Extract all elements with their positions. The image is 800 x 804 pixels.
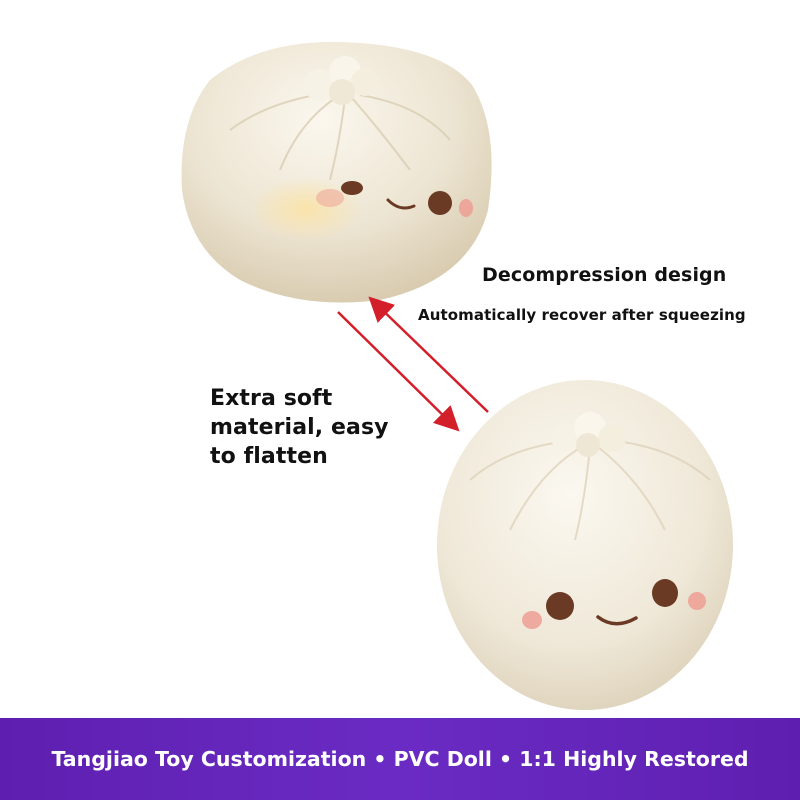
arrows bbox=[337, 296, 489, 432]
feature-line-1: Extra soft bbox=[210, 386, 333, 411]
feature-text: Extra soft material, easy to flatten bbox=[210, 384, 410, 471]
headline-subtitle: Automatically recover after squeezing bbox=[418, 306, 746, 324]
flattened-bun bbox=[181, 41, 492, 303]
round-bun bbox=[437, 380, 733, 710]
headline-title: Decompression design bbox=[482, 264, 727, 286]
bottom-banner: Tangjiao Toy Customization • PVC Doll • … bbox=[0, 718, 800, 800]
feature-line-3: to flatten bbox=[210, 444, 328, 469]
arrow-down-icon bbox=[337, 311, 460, 432]
arrow-up-icon bbox=[368, 296, 489, 413]
banner-text: Tangjiao Toy Customization • PVC Doll • … bbox=[51, 747, 749, 771]
feature-line-2: material, easy bbox=[210, 415, 389, 440]
